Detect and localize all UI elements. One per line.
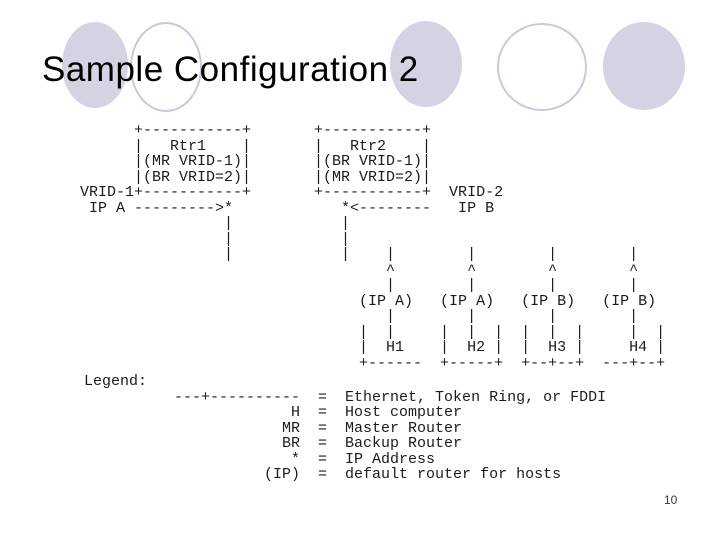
filled-circle-decoration xyxy=(390,21,462,107)
outlined-circle-decoration xyxy=(497,23,587,111)
filled-circle-decoration xyxy=(62,22,128,108)
outlined-circle-decoration xyxy=(130,22,202,112)
ascii-legend: Legend: ---+---------- = Ethernet, Token… xyxy=(84,373,607,483)
ascii-network-diagram: +-----------+ +-----------+ | Rtr1 | | R… xyxy=(80,122,666,372)
slide-title: Sample Configuration 2 xyxy=(42,50,419,89)
filled-circle-decoration xyxy=(603,22,685,110)
page-number: 10 xyxy=(664,493,678,507)
